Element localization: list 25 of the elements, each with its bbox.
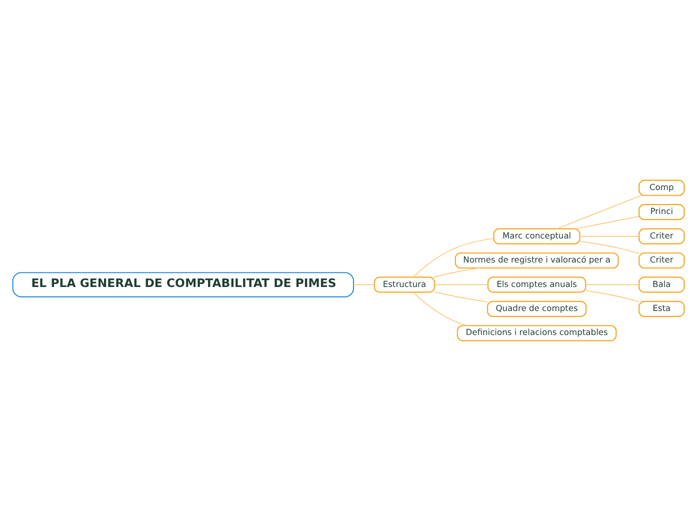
connector [353, 284, 375, 285]
connector [580, 240, 640, 254]
node-box: Definicions i relacions comptables [456, 324, 617, 341]
node-box: Princi [638, 204, 685, 220]
node-box: Els comptes anuals [487, 276, 586, 292]
node-box: Estructura [374, 276, 436, 292]
node-box: Bala [638, 276, 685, 292]
connector [434, 291, 488, 302]
node-box: Marc conceptual [493, 228, 580, 244]
connector [556, 194, 642, 229]
connector [585, 290, 640, 302]
node-box: Normes de registre i valoracó per a [454, 252, 619, 268]
node-box: Esta [638, 300, 685, 316]
connector [576, 215, 640, 229]
connector [412, 291, 468, 326]
node-box: EL PLA GENERAL DE COMPTABILITAT DE PIMES [12, 272, 354, 297]
node-box: Criter [638, 252, 685, 268]
connector [434, 284, 488, 285]
node-box: Comp [638, 179, 685, 196]
connector [580, 235, 640, 236]
connector [412, 238, 494, 278]
node-box: Quadre de comptes [486, 300, 587, 316]
node-box: Criter [638, 228, 685, 244]
connector [432, 267, 480, 278]
connector [586, 284, 640, 285]
